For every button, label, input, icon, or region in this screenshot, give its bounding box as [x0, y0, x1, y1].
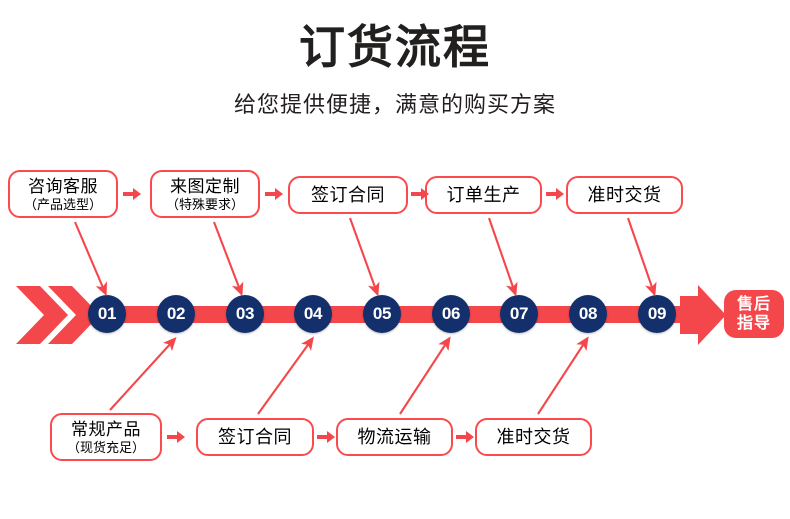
top-connector-arrow-4: [546, 188, 564, 200]
after-sales-badge[interactable]: 售后 指导: [724, 290, 784, 338]
top-step-box-4[interactable]: 订单生产: [425, 176, 542, 214]
timeline-step-05[interactable]: 05: [363, 295, 401, 333]
bottom-connector-arrow-2: [317, 431, 335, 443]
top-connector-arrow-1: [123, 188, 141, 200]
top-step-box-1[interactable]: 咨询客服 （产品选型）: [8, 170, 118, 218]
top-step-4-title: 订单生产: [446, 184, 521, 205]
bottom-step-box-1[interactable]: 常规产品 （现货充足）: [50, 413, 162, 461]
bottom-connector-arrow-3: [456, 431, 474, 443]
top-step-2-subtitle: （特殊要求）: [165, 196, 244, 212]
bottom-step-1-subtitle: （现货充足）: [66, 439, 145, 455]
bottom-step-box-3[interactable]: 物流运输: [336, 418, 453, 456]
timeline-step-03[interactable]: 03: [226, 295, 264, 333]
connector-top5-to-step09: [627, 217, 657, 297]
timeline-step-08-label: 08: [578, 304, 598, 323]
top-step-box-2[interactable]: 来图定制 （特殊要求）: [150, 170, 260, 218]
timeline-step-02-label: 02: [166, 304, 186, 323]
bottom-step-2-title: 签订合同: [218, 426, 292, 447]
connector-bottom1-to-step02: [109, 337, 177, 411]
timeline-step-01[interactable]: 01: [88, 295, 126, 333]
after-sales-badge-line2: 指导: [736, 315, 771, 332]
bottom-step-box-4[interactable]: 准时交货: [475, 418, 592, 456]
connector-bottom2-to-step04: [257, 336, 314, 415]
bottom-step-1-title: 常规产品: [71, 419, 141, 439]
timeline-step-06[interactable]: 06: [432, 295, 470, 333]
timeline-step-04-label: 04: [303, 304, 323, 323]
bottom-step-4-title: 准时交货: [496, 426, 571, 447]
top-step-2-title: 来图定制: [170, 176, 240, 196]
timeline-arrowhead-icon: [680, 285, 726, 345]
connector-top4-to-step07: [488, 217, 518, 297]
timeline-step-09[interactable]: 09: [638, 295, 676, 333]
timeline-step-07-label: 07: [509, 304, 529, 323]
timeline-step-09-label: 09: [647, 304, 667, 323]
top-connector-arrow-3: [411, 188, 429, 200]
timeline-step-03-label: 03: [235, 304, 255, 323]
after-sales-badge-line1: 售后: [736, 296, 771, 313]
timeline-step-08[interactable]: 08: [569, 295, 607, 333]
page-subtitle: 给您提供便捷，满意的购买方案: [233, 92, 556, 117]
top-step-1-title: 咨询客服: [28, 176, 98, 196]
top-step-1-subtitle: （产品选型）: [23, 196, 102, 212]
timeline-step-04[interactable]: 04: [294, 295, 332, 333]
double-chevron-icon: [16, 286, 94, 344]
top-step-box-3[interactable]: 签订合同: [288, 176, 408, 214]
bottom-step-3-title: 物流运输: [357, 426, 432, 447]
timeline-step-06-label: 06: [441, 304, 461, 323]
timeline-step-05-label: 05: [372, 304, 392, 323]
page-title: 订货流程: [299, 21, 491, 73]
top-connector-arrow-2: [265, 188, 283, 200]
connector-bottom3-to-step06: [399, 336, 451, 415]
bottom-connector-arrow-1: [167, 431, 185, 443]
connector-top2-to-step03: [213, 221, 244, 297]
timeline-step-01-label: 01: [97, 304, 117, 323]
connector-top1-to-step01: [74, 221, 107, 297]
connector-bottom4-to-step08: [537, 336, 589, 415]
top-step-3-title: 签订合同: [311, 184, 385, 205]
top-step-5-title: 准时交货: [587, 184, 662, 205]
bottom-step-box-2[interactable]: 签订合同: [196, 418, 314, 456]
connector-top3-to-step05: [349, 217, 380, 297]
top-step-box-5[interactable]: 准时交货: [566, 176, 683, 214]
timeline-step-02[interactable]: 02: [157, 295, 195, 333]
timeline-step-07[interactable]: 07: [500, 295, 538, 333]
